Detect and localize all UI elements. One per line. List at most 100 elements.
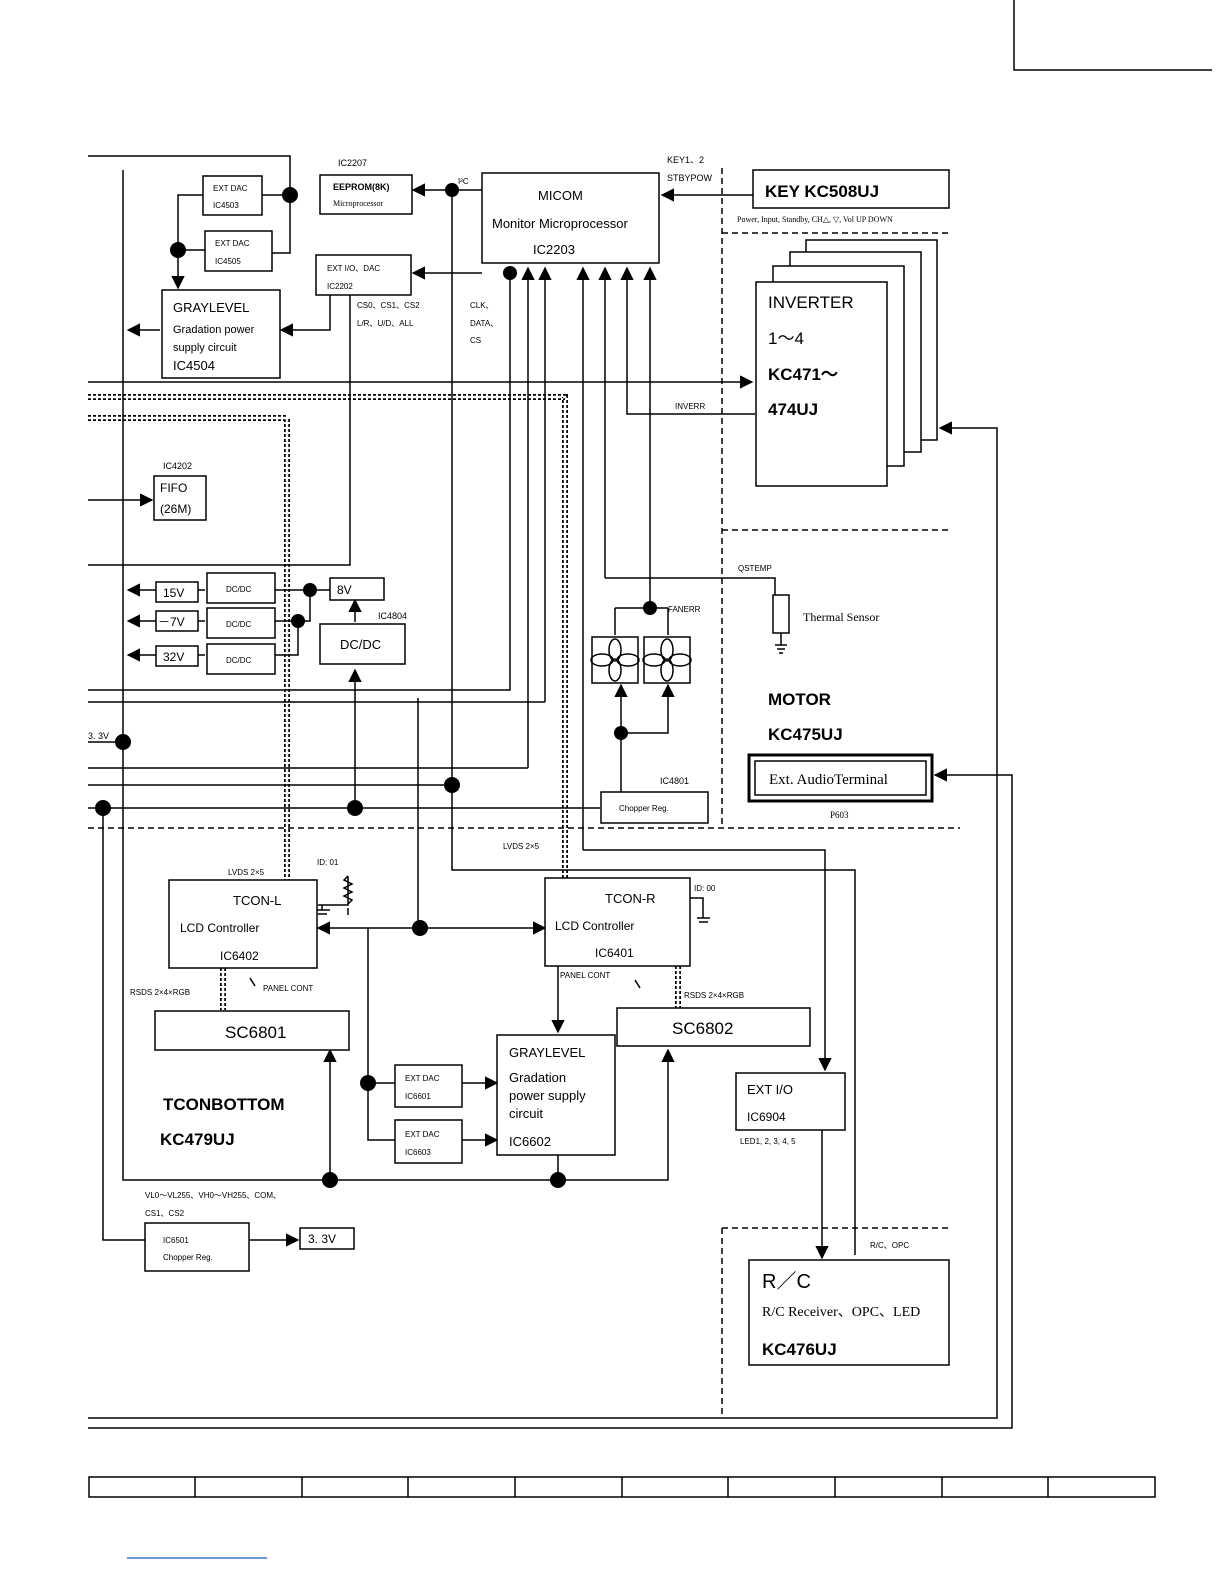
led-label: LED1, 2, 3, 4, 5	[740, 1137, 796, 1146]
v8-label: 8V	[337, 583, 352, 597]
eeprom-title: EEPROM(8K)	[333, 182, 390, 192]
extdac-4505-box	[204, 230, 273, 272]
vl-label-2: CS1、CS2	[145, 1209, 185, 1218]
sc6802-label: SC6802	[672, 1019, 733, 1038]
extio-6904-title: EXT I/O	[747, 1082, 793, 1097]
v15-label: 15V	[163, 586, 184, 600]
ic6501-sub: Chopper Reg.	[163, 1253, 213, 1262]
p603-label: P603	[830, 810, 849, 820]
key-signals-1: KEY1、2	[667, 155, 704, 165]
inverter-l4: 474UJ	[768, 400, 818, 419]
id01-label: ID: 01	[317, 858, 339, 867]
tcon-r-ic: IC6401	[595, 946, 634, 960]
graylevel-4504-ic: IC4504	[173, 358, 215, 373]
sc6802-box	[616, 1007, 811, 1047]
rc-kc: KC476UJ	[762, 1340, 837, 1359]
fan-icon	[642, 636, 692, 684]
v8-box	[329, 577, 385, 601]
junction-dots	[95, 183, 657, 1188]
extdac-4503-ic: IC4503	[213, 201, 239, 210]
graylevel-6602-l3: circuit	[509, 1106, 543, 1121]
eeprom-box	[319, 174, 413, 215]
fanerr-label: FANERR	[668, 605, 701, 614]
fifo-l1: FIFO	[160, 481, 187, 495]
dcdc-2-label: DC/DC	[226, 620, 252, 629]
qstemp-label: QSTEMP	[738, 564, 772, 573]
tcon-r-title: TCON-R	[605, 891, 656, 906]
v32-label: 32V	[163, 650, 184, 664]
tconbottom-l2: KC479UJ	[160, 1130, 235, 1149]
micom-sub: Monitor Microprocessor	[492, 216, 628, 231]
rc-title: R／C	[762, 1271, 811, 1293]
rsds-r-label: RSDS 2×4×RGB	[684, 991, 744, 1000]
micom-box	[481, 172, 660, 264]
extdac-6601-ic: IC6601	[405, 1092, 431, 1101]
vm7-label: －7V	[158, 615, 185, 629]
tcon-l-ic: IC6402	[220, 949, 259, 963]
lvds-bus	[88, 394, 681, 1010]
eeprom-sub: Microprocessor	[333, 199, 384, 208]
panel-l-label: PANEL CONT	[263, 984, 313, 993]
extio-6904-box	[735, 1072, 846, 1131]
tcon-r-box	[544, 877, 691, 967]
i2c-label: I²C	[458, 177, 469, 186]
sc6801-box	[154, 1010, 350, 1051]
micom-title: MICOM	[538, 188, 583, 203]
graylevel-6602-box	[496, 1034, 616, 1156]
motor-l2: KC475UJ	[768, 725, 843, 744]
v33-left-label: 3. 3V	[88, 731, 109, 741]
dcdc-big-box	[319, 623, 406, 665]
chopper-box	[600, 791, 709, 824]
tcon-l-sub: LCD Controller	[180, 921, 259, 935]
fifo-box	[153, 475, 207, 521]
graylevel-4504-l2: supply circuit	[173, 342, 237, 354]
panel-r-label: PANEL CONT	[560, 971, 610, 980]
thermal-sensor	[772, 594, 790, 634]
fan-icon	[590, 636, 640, 684]
dcdc-2-box	[206, 607, 276, 639]
v32-box	[155, 645, 199, 667]
graylevel-6602-title: GRAYLEVEL	[509, 1045, 585, 1060]
inverter-l3: KC471～	[768, 365, 838, 384]
fifo-l2: (26M)	[160, 502, 191, 516]
v33-bottom-label: 3. 3V	[308, 1232, 336, 1246]
tcon-l-title: TCON-L	[233, 893, 281, 908]
dcdc-3-label: DC/DC	[226, 656, 252, 665]
extio-sig-1: CS0、CS1、CS2	[357, 301, 420, 310]
lvds-r-label: LVDS 2×5	[503, 842, 540, 851]
footer-table	[88, 1476, 1156, 1498]
extdac-4505-t: EXT DAC	[215, 239, 250, 248]
ic2207-label: IC2207	[338, 158, 367, 168]
tcon-r-sub: LCD Controller	[555, 919, 634, 933]
vl-label-1: VL0～VL255、VH0～VH255、COM、	[145, 1191, 281, 1200]
extdac-4503-t: EXT DAC	[213, 184, 248, 193]
thermal-label: Thermal Sensor	[803, 610, 879, 624]
clk-3: CS	[470, 336, 481, 345]
id00-label: ID: 00	[694, 884, 716, 893]
v15-box	[155, 581, 199, 603]
extdac-6603-box	[394, 1119, 463, 1164]
graylevel-6602-ic: IC6602	[509, 1134, 551, 1149]
extio-2202-ic: IC2202	[327, 282, 353, 291]
extdac-4503-box	[202, 175, 263, 216]
motor-l1: MOTOR	[768, 690, 831, 709]
graylevel-6602-l1: Gradation	[509, 1070, 566, 1085]
graylevel-4504-title: GRAYLEVEL	[173, 300, 249, 315]
graylevel-4504-l1: Gradation power	[173, 324, 255, 336]
key-signals-2: STBYPOW	[667, 173, 713, 183]
fifo-ref: IC4202	[163, 461, 192, 471]
clk-1: CLK、	[470, 301, 494, 310]
ic6501-t: IC6501	[163, 1236, 189, 1245]
tcon-l-box	[168, 879, 318, 969]
dcdc-1-box	[206, 572, 276, 604]
ic4804-label: IC4804	[378, 611, 407, 621]
extio-2202-title: EXT I/O、DAC	[327, 264, 380, 273]
vm7-box	[155, 610, 199, 632]
key-box	[752, 169, 950, 209]
micom-ic: IC2203	[533, 242, 575, 257]
audio-box-inner	[754, 760, 927, 796]
section-separators	[88, 168, 960, 1418]
dcdc-3-box	[206, 643, 276, 675]
lvds-l-label: LVDS 2×5	[228, 868, 265, 877]
